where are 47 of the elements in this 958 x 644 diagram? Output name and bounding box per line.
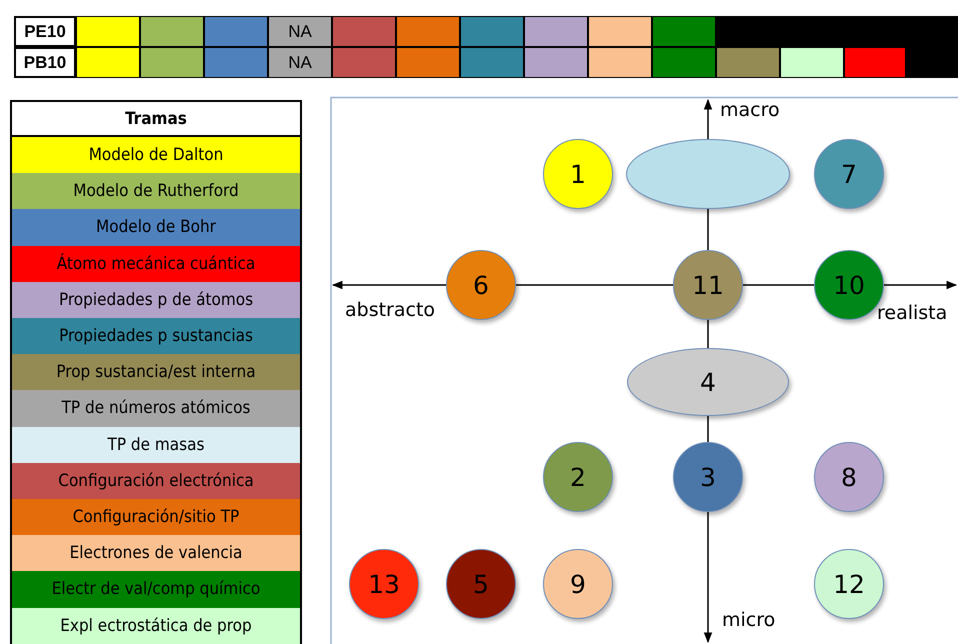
legend-item: Modelo de Dalton [10, 137, 302, 174]
node-number: 11 [692, 270, 724, 300]
legend-item: Propiedades p de átomos [10, 282, 302, 318]
circle-node [673, 250, 743, 320]
axis-label: realista [877, 302, 948, 324]
node-number: 10 [833, 270, 865, 300]
circle-node [673, 442, 743, 512]
node-number: 5 [473, 570, 489, 598]
circle-node [446, 250, 516, 320]
row-header: PB10 [14, 47, 76, 78]
legend-item: Configuración electrónica [10, 462, 302, 499]
table-cell: NA [268, 47, 332, 78]
legend-item: Configuración/sitio TP [10, 499, 302, 536]
circle-node [543, 139, 613, 209]
circle-node [814, 139, 884, 209]
legend-item: TP de números atómicos [10, 390, 302, 427]
legend-item: TP de masas [10, 426, 302, 463]
circle-node [814, 549, 884, 619]
legend-item: Modelo de Rutherford [10, 173, 302, 210]
circle-node [814, 442, 884, 512]
circle-node [543, 442, 613, 512]
node-number: 4 [700, 368, 716, 396]
node-number: 13 [368, 570, 400, 598]
node-number: 1 [570, 160, 586, 188]
node-number: 8 [841, 462, 857, 492]
node-number: 2 [570, 462, 586, 492]
legend-item: Electrones de valencia [10, 535, 302, 572]
legend-title: Tramas [10, 100, 302, 137]
legend-item: Modelo de Bohr [10, 209, 302, 246]
axis-label: micro [722, 609, 776, 631]
circle-node [349, 549, 419, 619]
node-number: 12 [833, 570, 865, 598]
legend-item: Expl ectrostática de prop [10, 608, 302, 644]
legend-item: Prop sustancia/est interna [10, 354, 302, 390]
legend-item: Átomo mecánica cuántica [10, 246, 302, 282]
node-number: 6 [473, 270, 489, 300]
legend-item: Electr de val/comp químico [10, 571, 302, 608]
circle-node [446, 549, 516, 619]
axis-label: macro [720, 99, 780, 121]
node-number: 9 [570, 570, 586, 598]
axis-label: abstracto [345, 299, 436, 321]
node-number: 7 [841, 160, 857, 188]
row-header: PE10 [14, 16, 76, 47]
table-cell: NA [268, 16, 332, 47]
circle-node [543, 549, 613, 619]
legend-item: Propiedades p sustancias [10, 318, 302, 354]
node-number: 3 [700, 462, 716, 492]
